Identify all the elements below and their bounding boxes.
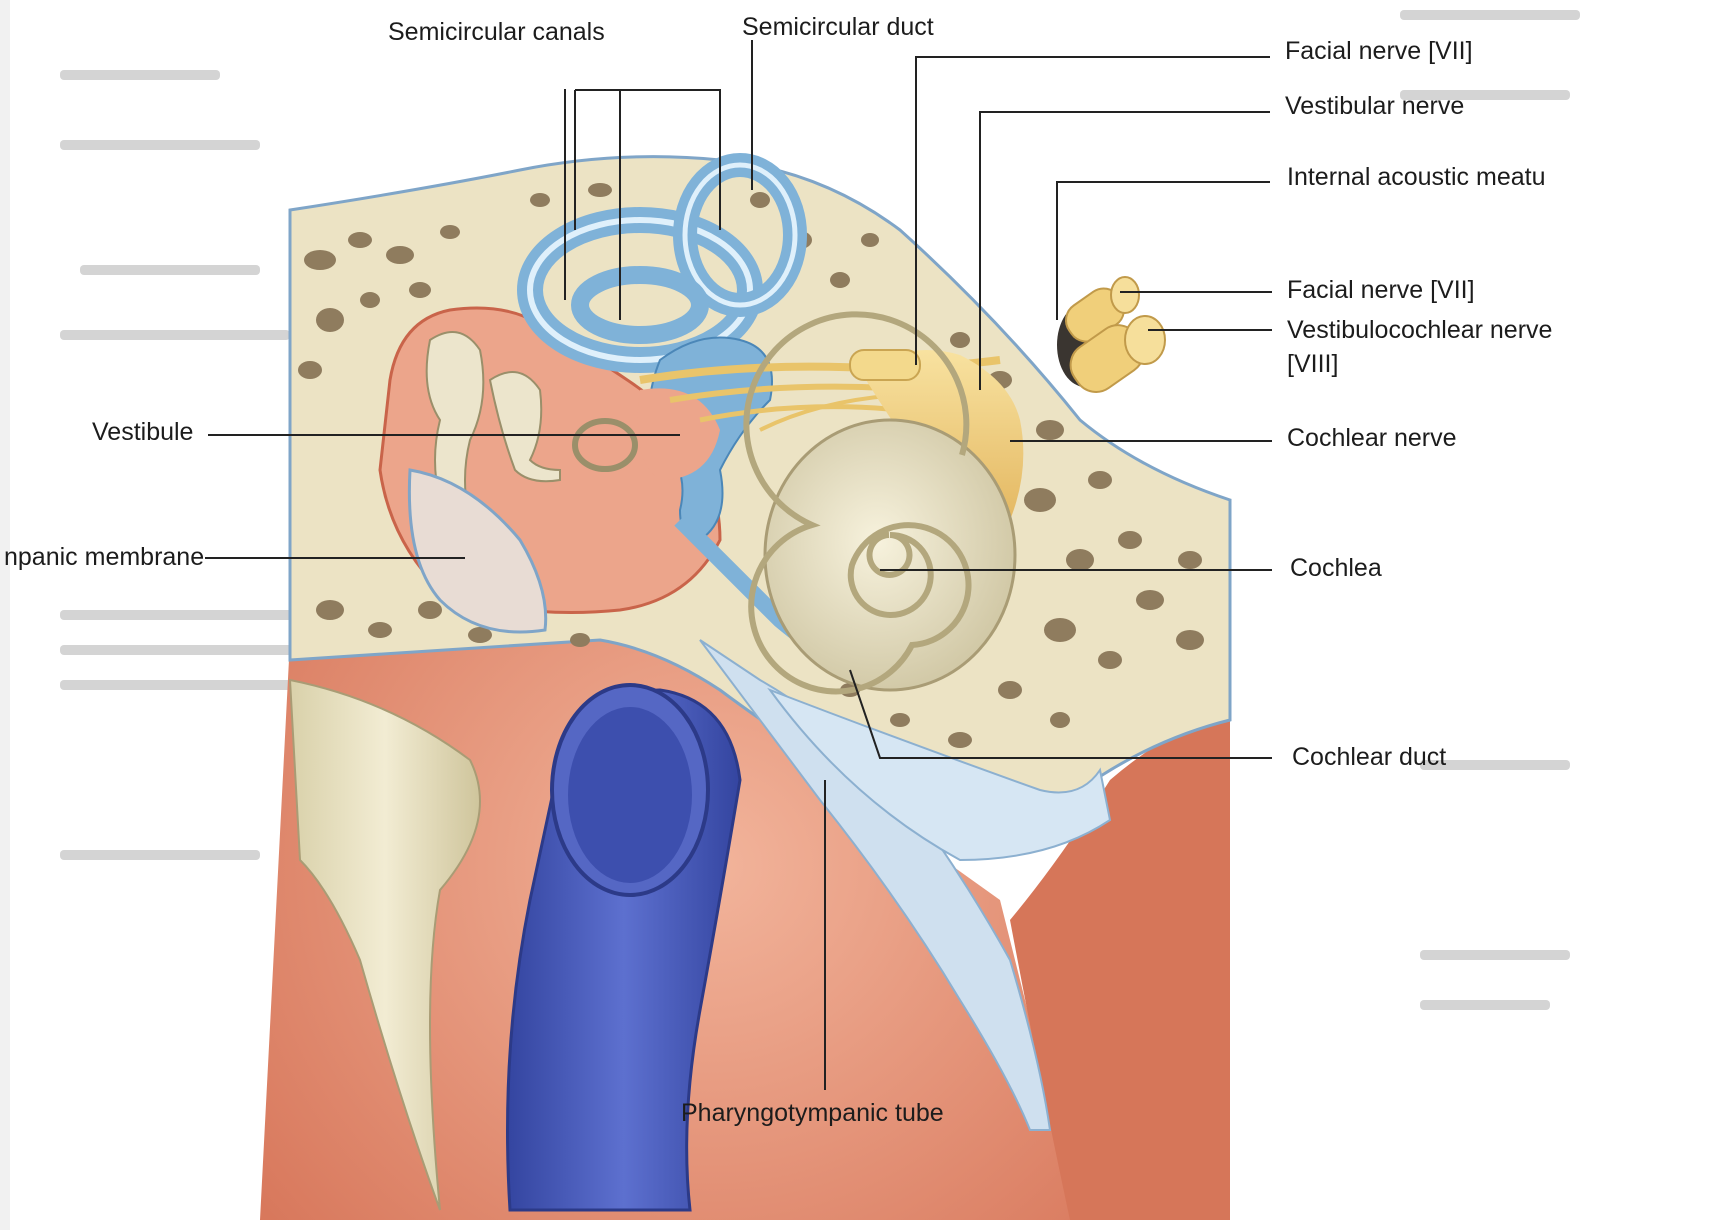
label-semicircular-duct: Semicircular duct [742, 13, 934, 41]
background-ghost-text [60, 10, 1580, 1010]
label-vestibule: Vestibule [92, 418, 193, 446]
label-cochlear-duct: Cochlear duct [1292, 743, 1446, 771]
cochlea-shape [743, 311, 1017, 695]
tube-cartilage-band [767, 687, 1112, 862]
label-cochlear-nerve: Cochlear nerve [1287, 424, 1457, 452]
styloid-process [288, 678, 481, 1211]
label-facial-nerve-top: Facial nerve [VII] [1285, 37, 1473, 65]
label-semicircular-canals: Semicircular canals [388, 18, 605, 46]
anatomy-illustration [260, 153, 1232, 1220]
label-facial-nerve-lower: Facial nerve [VII] [1287, 276, 1475, 304]
muscle-right-region [1010, 720, 1230, 1220]
labels: Semicircular canals Semicircular duct Fa… [4, 13, 1552, 1127]
semicircular-canals-shape [517, 153, 807, 373]
label-pharyngotympanic-tube: Pharyngotympanic tube [681, 1099, 944, 1127]
leader-lines [205, 40, 1272, 1090]
label-vestibulocochlear-nerve: Vestibulocochlear nerve [1287, 316, 1552, 344]
nerve-stubs [1057, 276, 1166, 393]
label-vestibular-nerve: Vestibular nerve [1285, 92, 1464, 120]
label-cochlea: Cochlea [1290, 554, 1382, 582]
blue-vessel [506, 683, 742, 1212]
ossicles [425, 331, 638, 524]
label-internal-acoustic-meatus: Internal acoustic meatu [1287, 163, 1545, 191]
tympanic-membrane-shape [407, 468, 548, 634]
label-tympanic-membrane: npanic membrane [4, 543, 204, 571]
label-vestibulocochlear-nerve-numeral: [VIII] [1287, 350, 1338, 378]
